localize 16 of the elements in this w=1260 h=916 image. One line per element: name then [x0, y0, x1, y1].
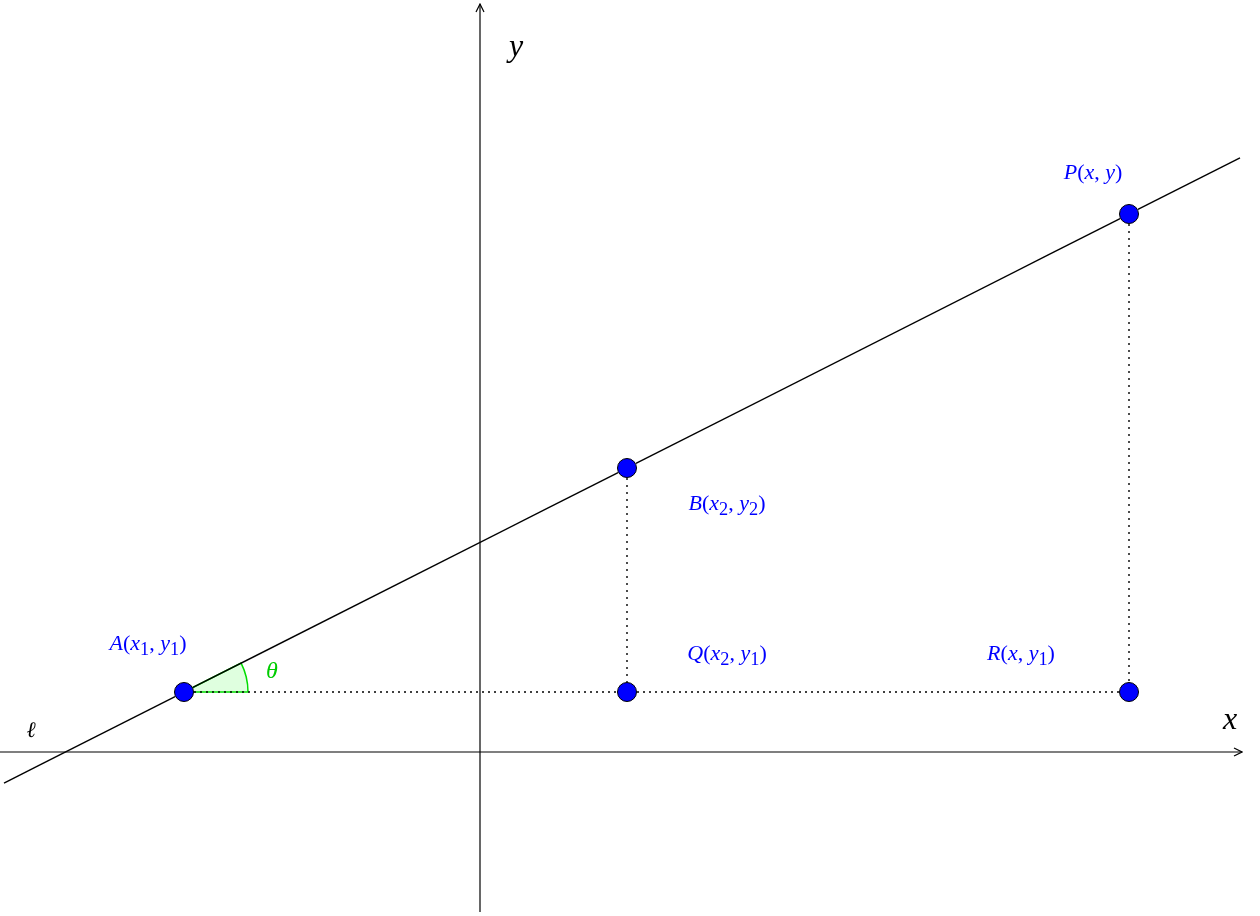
angle-label: θ [266, 656, 278, 684]
dotted-line [1128, 223, 1130, 683]
line [635, 217, 1121, 465]
point-label: Q(x$_{2}$, y$_{1}$) [687, 639, 767, 671]
line [3, 695, 176, 784]
line [1137, 157, 1241, 211]
dotted-line [636, 691, 1120, 693]
point-label: B(x$_{2}$, y$_{2}$) [688, 489, 766, 521]
point-label: A(x$_{1}$, y$_{1}$) [109, 629, 187, 661]
axis-label: x [1222, 699, 1238, 737]
line [192, 471, 619, 689]
point-label: R(x, y$_{1}$) [987, 639, 1055, 671]
axis-label: y [508, 26, 524, 64]
point-label: P(x, y) [1063, 159, 1123, 185]
line-label: ℓ [26, 717, 36, 743]
dotted-line [193, 691, 618, 693]
